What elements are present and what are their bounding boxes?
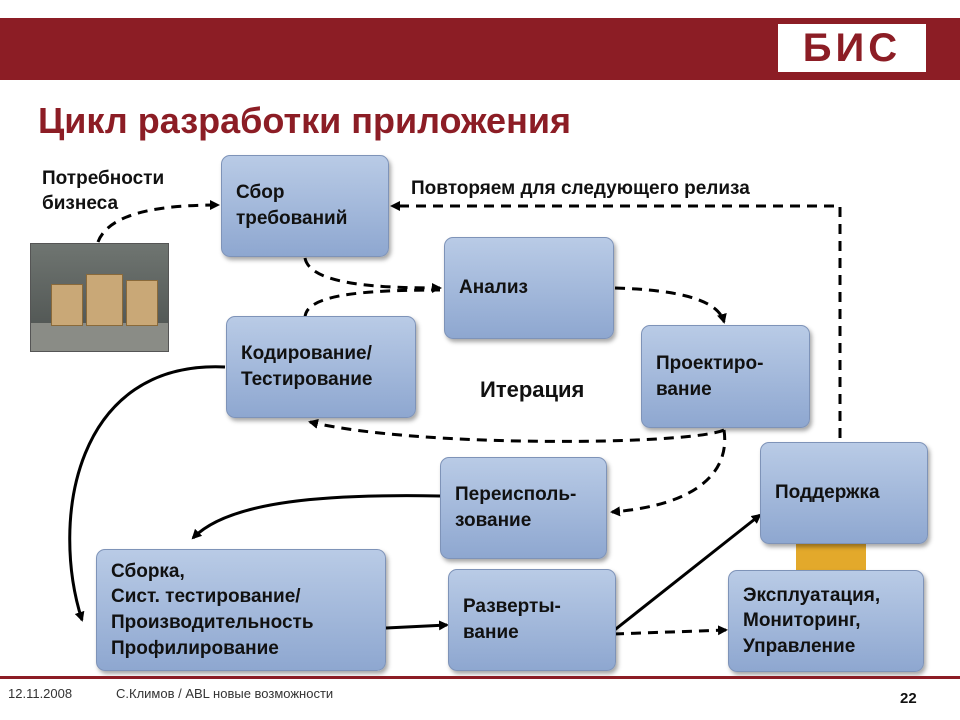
support-box: Поддержка: [760, 442, 928, 544]
photo-floor: [31, 323, 168, 351]
deploy-line-2: вание: [463, 622, 519, 643]
coding-line-1: Кодирование/: [241, 343, 372, 365]
footer-author: С.Климов / ABL новые возможности: [116, 686, 334, 701]
operation-box: Эксплуатация, Мониторинг, Управление: [728, 570, 924, 672]
arrow-design-to-reuse: [610, 429, 727, 517]
build-box: Сборка, Сист. тестирование/Производительн…: [96, 549, 386, 671]
business-needs-label: Потребности бизнеса: [42, 167, 164, 216]
operation-line-1: Эксплуатация,: [743, 584, 881, 606]
photo-pallet: [126, 280, 158, 326]
support-connector: [796, 542, 866, 572]
arrow-requirements-to-analysis: [303, 257, 442, 293]
iteration-label: Итерация: [480, 377, 585, 402]
page-title: Цикл разработки приложения: [38, 100, 571, 141]
build-line-4: Профилирование: [111, 637, 279, 659]
analysis-line-1: Анализ: [459, 277, 528, 299]
logo-text: БИС: [802, 25, 902, 70]
design-line-1: Проектиро-: [656, 352, 764, 374]
footer-date: 12.11.2008: [8, 686, 73, 701]
arrow-build-to-deploy: [385, 620, 449, 631]
arrow-coding-to-build: [68, 365, 226, 622]
build-line-3: Производительность: [111, 612, 314, 633]
photo-pallet: [86, 274, 123, 326]
photo-pallet: [51, 284, 83, 326]
analysis-box: Анализ: [444, 237, 614, 339]
footer-divider: [0, 676, 960, 679]
requirements-line-1: Сбор: [236, 182, 285, 204]
support-line-1: Поддержка: [775, 482, 880, 504]
repeat-release-label: Повторяем для следующего релиза: [411, 178, 750, 199]
operation-line-2: Мониторинг,: [743, 610, 861, 632]
reuse-line-1: Переисполь-: [455, 484, 577, 506]
operation-line-3: Управление: [743, 635, 856, 657]
reuse-box: Переисполь-зование: [440, 457, 607, 559]
arrow-deploy-to-operation: [613, 625, 728, 636]
page-number: 22: [900, 690, 917, 707]
reuse-line-2: зование: [455, 510, 532, 531]
coding-line-2: Тестирование: [241, 369, 373, 390]
arrow-reuse-to-build: [191, 494, 441, 540]
arrow-coding-to-analysis: [303, 288, 441, 319]
build-line-1: Сборка,: [111, 560, 185, 582]
warehouse-photo: [30, 243, 169, 352]
build-line-2: Сист. тестирование/: [111, 586, 301, 608]
arrow-deploy-to-support: [611, 513, 762, 634]
design-box: Проектиро-вание: [641, 325, 810, 428]
deploy-box: Разверты-вание: [448, 569, 616, 671]
business-needs-line-2: бизнеса: [42, 192, 119, 214]
requirements-box: Сбор требований: [221, 155, 389, 257]
arrow-design-to-coding: [308, 418, 725, 443]
design-line-2: вание: [656, 378, 712, 400]
coding-box: Кодирование/Тестирование: [226, 316, 416, 418]
arrow-analysis-to-design: [614, 286, 727, 324]
deploy-line-1: Разверты-: [463, 596, 561, 618]
arrow-needs-to-requirements: [96, 200, 220, 243]
arrow-repeat-release: [390, 201, 842, 438]
requirements-line-2: требований: [236, 208, 348, 229]
business-needs-line-1: Потребности: [42, 168, 165, 189]
logo: БИС: [778, 24, 926, 72]
